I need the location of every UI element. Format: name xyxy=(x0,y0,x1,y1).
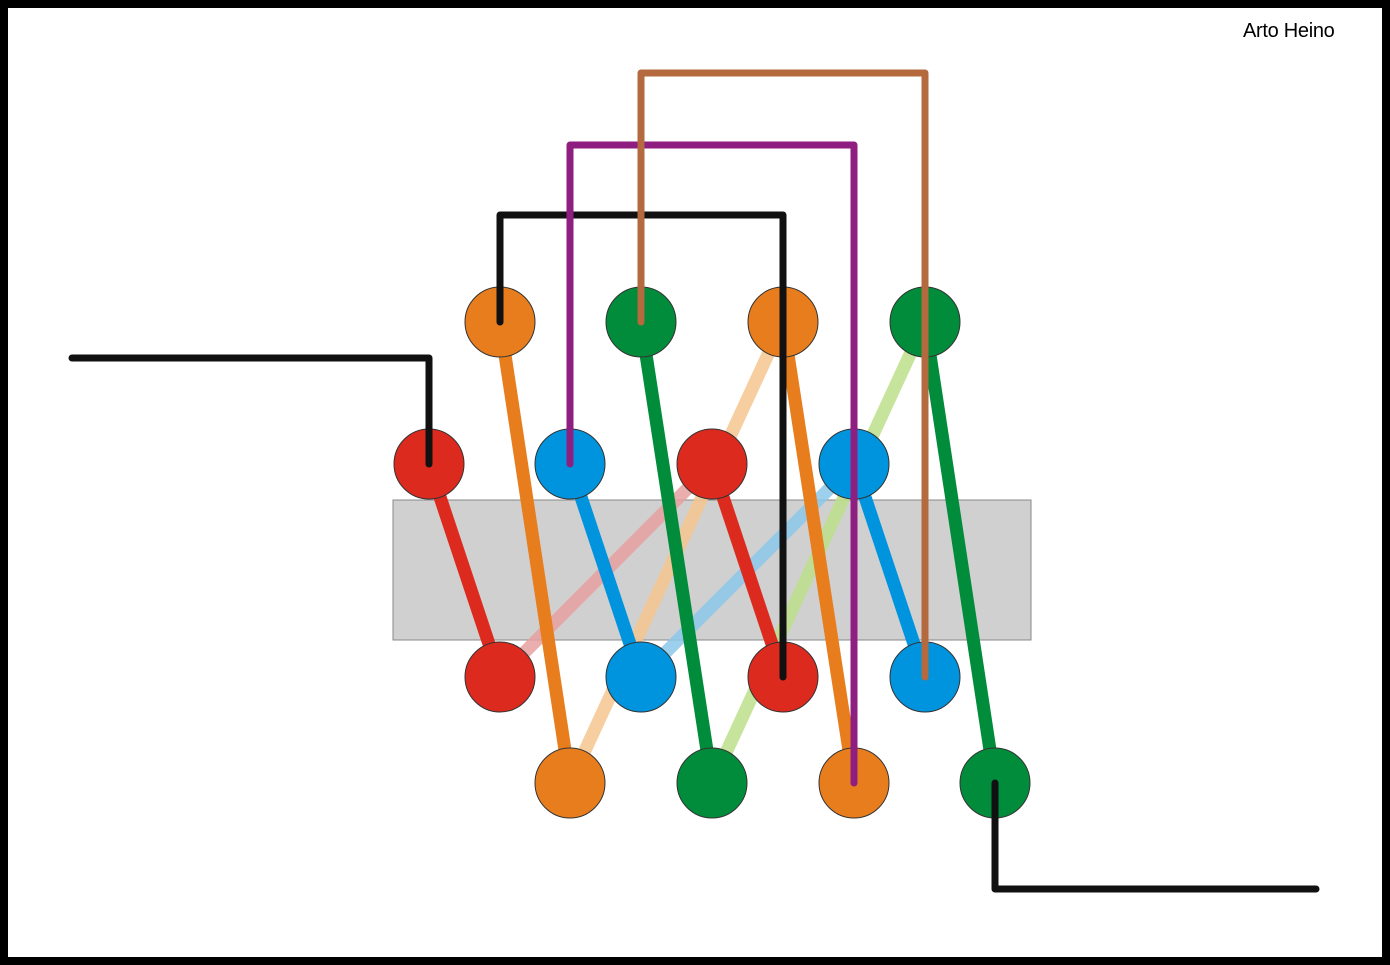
front-link-orange xyxy=(493,321,577,784)
front-link-green xyxy=(634,321,719,784)
node-red xyxy=(464,641,536,713)
lead-out-wire xyxy=(991,779,1320,893)
front-link-red xyxy=(422,461,507,680)
front-link-orange xyxy=(776,321,861,784)
front-link-blue xyxy=(847,461,932,680)
purple-jumper-wire xyxy=(566,141,858,787)
core-panel xyxy=(392,499,1032,641)
node-orange xyxy=(534,747,606,819)
front-link-red xyxy=(705,461,790,680)
lead-in-wire xyxy=(68,354,433,468)
author-label: Arto Heino xyxy=(1243,20,1335,42)
node-red xyxy=(676,428,748,500)
brown-jumper-wire xyxy=(637,69,929,681)
front-link-green xyxy=(918,321,1002,784)
front-link-blue xyxy=(563,461,648,680)
node-blue xyxy=(605,641,677,713)
node-green xyxy=(676,747,748,819)
